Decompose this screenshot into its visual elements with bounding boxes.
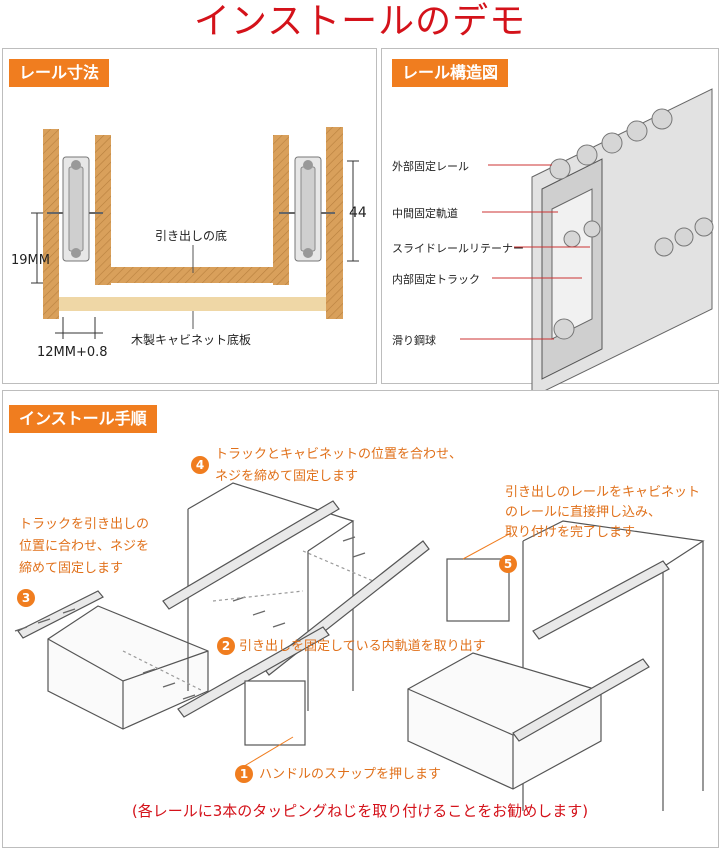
part-label: スライドレールリテーナー: [392, 242, 524, 255]
drawer-rail-right: [512, 658, 650, 742]
label-dim-44: 44: [349, 205, 367, 221]
drawer-bottom: [95, 267, 289, 283]
step-5-text: 引き出しのレールをキャビネット: [505, 485, 701, 500]
step-number: 1: [235, 765, 253, 783]
step-number: 5: [499, 555, 517, 573]
step-3-text: トラックを引き出しの: [19, 517, 150, 532]
step-5-text: 取り付けを完了します: [505, 525, 636, 540]
cabinet-rail-upper: [162, 500, 340, 610]
step-4-text: ネジを締めて固定します: [215, 469, 359, 484]
rail-right: [279, 156, 335, 262]
cabinet-wall-left: [43, 129, 59, 319]
step-5-text: のレールに直接押し込み、: [505, 505, 662, 520]
detail-box-push: [446, 558, 510, 622]
rail-structure-diagram: [460, 88, 714, 398]
page-title: インストールのデモ: [193, 1, 527, 42]
step-3-text: 締めて固定します: [19, 561, 124, 576]
step-number: 3: [17, 589, 35, 607]
dimension-diagram: [31, 127, 359, 339]
label-drawer-bottom: 引き出しの底: [155, 229, 228, 243]
step-number: 4: [191, 456, 209, 474]
label-cabinet-bottom: 木製キャビネット底板: [131, 333, 252, 347]
part-label: 外部固定レール: [392, 160, 469, 173]
dimension-heading: レール寸法: [9, 59, 110, 87]
detail-box-release: [244, 680, 306, 746]
cabinet-base: [59, 297, 326, 311]
label-dim-12: 12MM+0.8: [37, 345, 108, 360]
label-dim-19: 19MM: [11, 253, 50, 268]
dimension-panel: レール寸法: [2, 48, 377, 384]
rail-left: [47, 156, 103, 262]
drawer-left: [47, 605, 209, 730]
drawer-side-left: [95, 135, 111, 285]
step-3-text: 位置に合わせ、ネジを: [19, 539, 150, 554]
structure-heading: レール構造図: [392, 59, 509, 87]
install-heading: インストール手順: [9, 405, 157, 433]
step-number: 2: [217, 637, 235, 655]
part-label: 中間固定軌道: [392, 207, 458, 220]
middle-track: [551, 188, 593, 340]
part-label: 滑り鋼球: [392, 334, 436, 347]
drawer-rail-left: [17, 590, 104, 639]
footer-note: (各レールに3本のタッピングねじを取り付けることをお勧めします): [131, 802, 589, 820]
install-panel: インストール手順: [2, 390, 719, 848]
part-label: 内部固定トラック: [392, 273, 480, 286]
step-1-text: ハンドルのスナップを押します: [259, 767, 442, 782]
drawer-right: [407, 652, 602, 790]
install-illustration: [14, 482, 705, 811]
structure-panel: レール構造図 外部固定レール 中間固定軌道 スライドレールリテーナー 内部固定ト…: [381, 48, 719, 398]
cabinet-rail-right: [532, 560, 670, 640]
step-2-text: 引き出しを固定している内軌道を取り出す: [239, 639, 486, 654]
inner-track: [177, 626, 330, 718]
drawer-side-right: [273, 135, 289, 285]
steel-balls: [549, 108, 714, 340]
screws: [14, 536, 366, 700]
step-4-text: トラックとキャビネットの位置を合わせ、: [215, 447, 463, 462]
cabinet-left: [187, 482, 355, 711]
cabinet-wall-right: [326, 127, 343, 319]
